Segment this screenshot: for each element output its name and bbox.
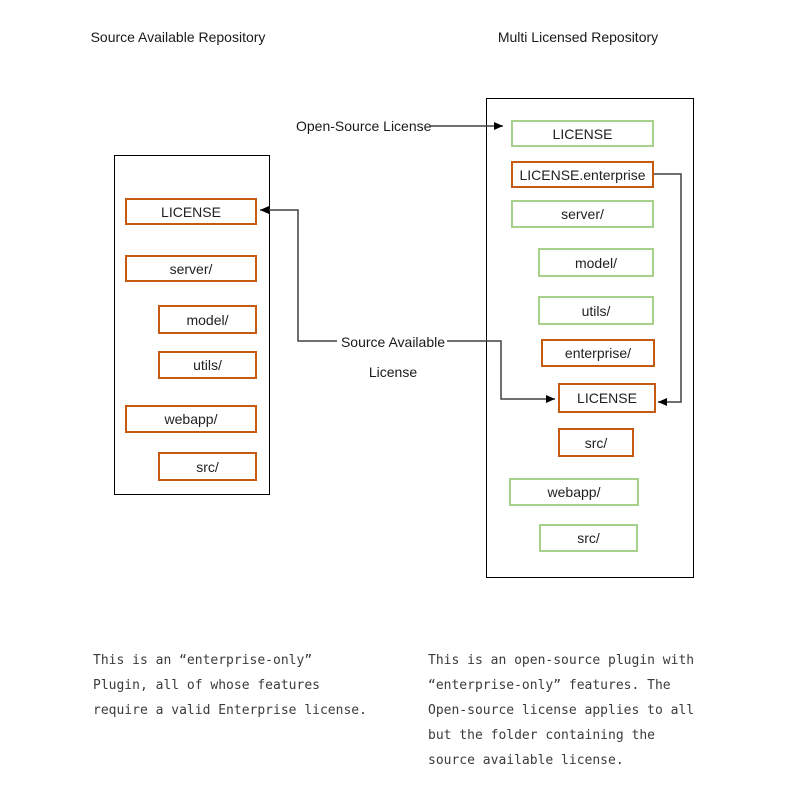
right-folder-box-server: server/ xyxy=(511,200,654,228)
right-folder-box-license-inner: LICENSE xyxy=(558,383,656,413)
right-folder-box-src-inner: src/ xyxy=(558,428,634,457)
left-folder-box-webapp: webapp/ xyxy=(125,405,257,433)
right-folder-box-utils: utils/ xyxy=(538,296,654,325)
right-folder-box-license-enterprise: LICENSE.enterprise xyxy=(511,161,654,188)
left-folder-box-model: model/ xyxy=(158,305,257,334)
right-caption-line: source available license. xyxy=(428,753,624,768)
source-available-license-line2: License xyxy=(368,364,418,380)
connector-source-available-to-left-license xyxy=(260,206,337,342)
right-folder-box-license-open: LICENSE xyxy=(511,120,654,147)
right-folder-box-webapp: webapp/ xyxy=(509,478,639,506)
right-repo-title: Multi Licensed Repository xyxy=(497,29,659,45)
source-available-license-label: Source Available License xyxy=(338,327,448,387)
left-folder-box-utils: utils/ xyxy=(158,351,257,379)
left-folder-box-src: src/ xyxy=(158,452,257,481)
right-caption-line: This is an open-source plugin with xyxy=(428,653,695,668)
right-folder-box-src: src/ xyxy=(539,524,638,552)
open-source-license-label: Open-Source License xyxy=(296,118,432,134)
left-caption-line: require a valid Enterprise license. xyxy=(93,703,367,718)
left-folder-box-server: server/ xyxy=(125,255,257,282)
right-caption-line: “enterprise-only” features. The xyxy=(428,678,671,693)
source-available-license-line1: Source Available xyxy=(340,334,446,350)
left-caption-line: Plugin, all of whose features xyxy=(93,678,320,693)
left-caption-paragraph: This is an “enterprise-only” Plugin, all… xyxy=(93,648,367,723)
left-repo-title: Source Available Repository xyxy=(90,29,266,45)
right-caption-line: Open-source license applies to all xyxy=(428,703,695,718)
right-folder-box-enterprise-dir: enterprise/ xyxy=(541,339,655,367)
left-folder-box-license: LICENSE xyxy=(125,198,257,225)
right-caption-line: but the folder containing the xyxy=(428,728,655,743)
right-folder-box-model: model/ xyxy=(538,248,654,277)
right-caption-paragraph: This is an open-source plugin with “ente… xyxy=(428,648,694,773)
left-caption-line: This is an “enterprise-only” xyxy=(93,653,313,668)
